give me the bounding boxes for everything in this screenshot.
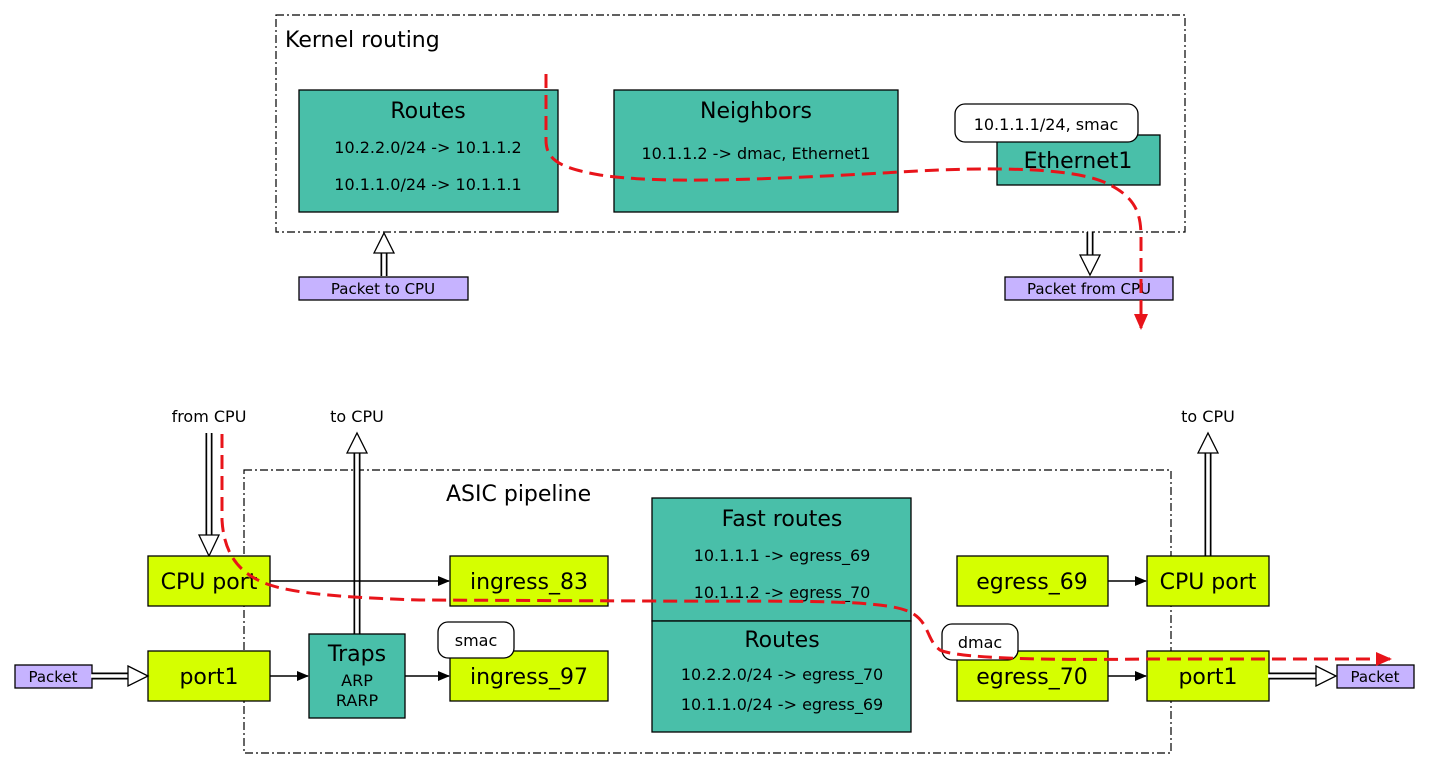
trap-item-arp: ARP [341,671,373,690]
port1-left-label: port1 [179,665,238,690]
to-cpu-right-arrow [1196,431,1220,558]
to-cpu-right-label: to CPU [1181,407,1235,426]
kernel-routes-table: Routes 10.2.2.0/24 -> 10.1.1.2 10.1.1.0/… [298,89,559,213]
port1-left: port1 [147,650,271,702]
asic-route-entry: 10.2.2.0/24 -> egress_70 [681,665,883,685]
egress-70-label: egress_70 [976,665,1088,690]
kernel-neighbors-table: Neighbors 10.1.1.2 -> dmac, Ethernet1 [613,89,899,213]
smac-bubble: smac [437,621,515,659]
kernel-neighbors-title: Neighbors [700,99,812,124]
cpu-port-right-label: CPU port [1160,570,1257,595]
packet-in-box: Packet [14,664,93,689]
traps-title: Traps [327,642,386,667]
packet-to-cpu-label: Packet to CPU [331,280,435,298]
egress-69: egress_69 [956,555,1109,607]
ethernet1-address-text: 10.1.1.1/24, smac [974,115,1119,134]
kernel-routing-title: Kernel routing [285,28,440,53]
packet-from-cpu-box: Packet from CPU [1004,276,1174,301]
asic-pipeline-frame [243,469,1172,754]
fast-routes-title: Fast routes [722,507,843,532]
traps-box: Traps ARP RARP [308,633,406,719]
packet-in-arrow [91,664,150,688]
asic-routes-table: Routes 10.2.2.0/24 -> egress_70 10.1.1.0… [651,620,912,733]
ethernet1-address-bubble: 10.1.1.1/24, smac [954,103,1139,143]
ingress-97: ingress_97 [449,650,609,702]
ingress-83-label: ingress_83 [470,570,588,595]
egress-70: egress_70 [956,650,1109,702]
kernel-routes-title: Routes [390,99,465,124]
fast-route-entry: 10.1.1.1 -> egress_69 [694,546,871,566]
cpu-port-right: CPU port [1146,555,1270,607]
from-cpu-arrow [197,431,221,558]
packet-to-cpu-box: Packet to CPU [298,276,469,301]
port1-right: port1 [1146,650,1270,702]
asic-packet-path [220,434,1392,666]
dmac-bubble-text: dmac [958,633,1002,652]
packet-out-box: Packet [1336,664,1415,689]
ingress-97-label: ingress_97 [470,665,588,690]
packet-to-cpu-arrow [372,231,396,279]
kernel-packet-path [544,74,1148,330]
asic-pipeline-title: ASIC pipeline [446,482,591,507]
ingress-83: ingress_83 [449,555,609,607]
smac-bubble-text: smac [455,631,498,650]
dmac-bubble: dmac [941,623,1019,661]
kernel-routing-frame [275,14,1186,233]
packet-out-arrow [1268,664,1338,688]
cpu-port-left-label: CPU port [161,570,258,595]
egress-69-label: egress_69 [976,570,1088,595]
kernel-route-entry: 10.2.2.0/24 -> 10.1.1.2 [334,138,521,157]
fast-route-entry: 10.1.1.2 -> egress_70 [694,583,871,603]
packet-from-cpu-label: Packet from CPU [1027,280,1151,298]
packet-in-label: Packet [28,668,77,686]
from-cpu-label: from CPU [172,407,247,426]
kernel-ethernet1-interface: Ethernet1 [996,134,1161,186]
trap-item-rarp: RARP [336,691,379,710]
port1-right-label: port1 [1178,665,1237,690]
cpu-port-left: CPU port [147,555,271,607]
kernel-neighbor-entry: 10.1.1.2 -> dmac, Ethernet1 [641,144,870,163]
asic-route-entry: 10.1.1.0/24 -> egress_69 [681,695,883,715]
to-cpu-left-arrow [345,431,369,636]
to-cpu-left-label: to CPU [330,407,384,426]
packet-from-cpu-arrow [1078,230,1102,277]
asic-routes-title: Routes [744,628,819,653]
packet-out-label: Packet [1350,668,1399,686]
kernel-route-entry: 10.1.1.0/24 -> 10.1.1.1 [334,175,521,194]
